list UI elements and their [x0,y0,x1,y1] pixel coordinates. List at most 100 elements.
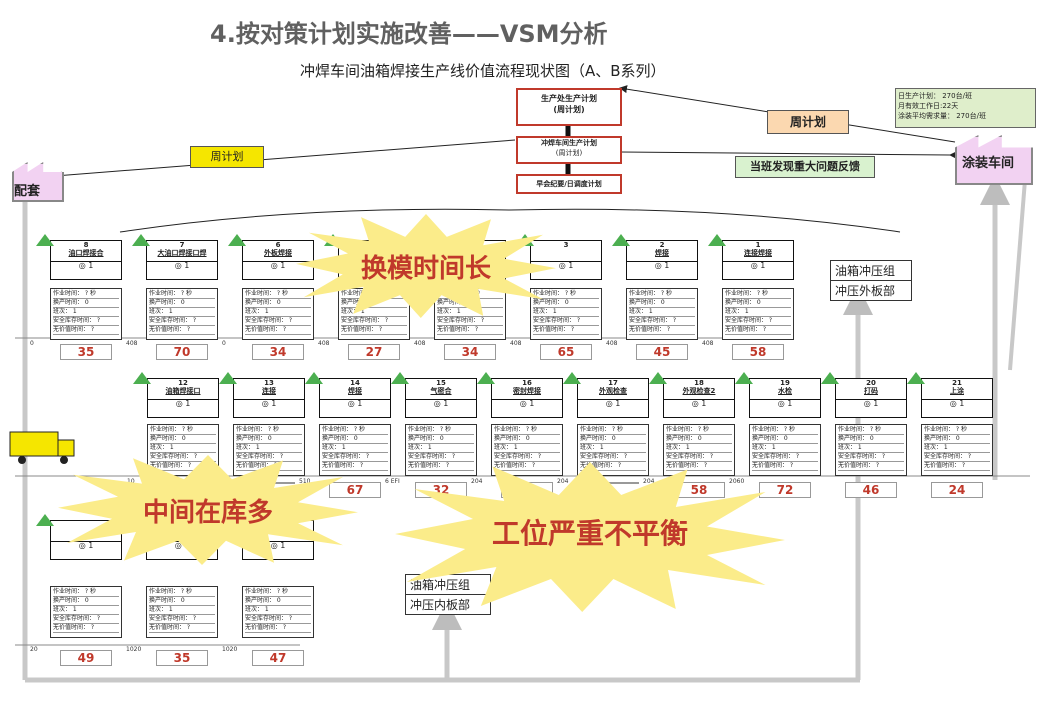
operator-icon: ◎ 1 [270,261,286,270]
process-name: 外观检查2 [682,387,716,395]
data-row: 作业时间： ? 秒 [53,290,119,299]
row1-inventory-count: 408 [318,340,330,347]
data-row: 无价值时间： ? [580,462,646,471]
operator-icon: ◎ 1 [78,541,94,550]
data-row: 换产时间： 0 [322,435,388,444]
data-row: 班次： 1 [245,606,311,615]
data-row: 换产时间： 0 [236,435,302,444]
data-row: 无价值时间： ? [150,462,216,471]
process-number: 19 [780,379,790,387]
row1-process-box: 3◎ 1 [530,240,602,280]
data-row: 班次： 1 [666,444,732,453]
data-row: 班次： 1 [408,444,474,453]
row2-inventory-count: 2060 [729,478,745,485]
data-row: 作业时间： ? 秒 [322,426,388,435]
data-row: 换产时间： 0 [53,597,119,606]
data-row: 安全库存时间： ? [408,453,474,462]
process-number: 14 [350,379,360,387]
data-row: 安全库存时间： ? [666,453,732,462]
process-number: 8 [83,241,89,249]
process-name: 油箱焊接口 [165,387,201,395]
problem-feedback: 当班发现重大问题反馈 [735,156,875,178]
operator-icon: ◎ 1 [863,399,879,408]
process-name: 油口焊接合 [68,249,104,257]
row2-cycle-value: 72 [759,482,811,498]
data-row: 换产时间： 0 [494,435,560,444]
data-row: 班次： 1 [725,308,791,317]
process-name: 上涂 [950,387,964,395]
data-row: 无价值时间： ? [149,624,215,633]
data-row: 班次： 1 [53,606,119,615]
row1-cycle-value: 27 [348,344,400,360]
operator-icon: ◎ 1 [175,399,191,408]
data-row: 安全库存时间： ? [437,317,503,326]
data-row: 安全库存时间： ? [629,317,695,326]
data-row: 无价值时间： ? [924,462,990,471]
process-number: 20 [866,379,876,387]
data-row: 作业时间： ? 秒 [408,426,474,435]
data-row: 安全库存时间： ? [53,317,119,326]
data-row: 换产时间： 0 [53,299,119,308]
process-name: 水检 [778,387,792,395]
operator-icon: ◎ 1 [78,261,94,270]
data-row: 作业时间： ? 秒 [149,290,215,299]
weekly-plan-right: 周计划 [767,110,849,134]
customer-label: 涂装车间 [962,156,1015,171]
data-row: 安全库存时间： ? [236,453,302,462]
row1-cycle-value: 34 [444,344,496,360]
row1-inventory-count: 408 [414,340,426,347]
process-number: 18 [694,379,704,387]
data-row: 作业时间： ? 秒 [629,290,695,299]
data-row: 无价值时间： ? [437,326,503,335]
row2-cycle-value: 67 [329,482,381,498]
daily-plan-box: 早会纪要/日调度计划 [516,174,622,194]
process-number: 15 [436,379,446,387]
data-row: 安全库存时间： ? [53,615,119,624]
process-name: 焊接 [655,249,669,257]
data-row: 班次： 1 [341,308,407,317]
slide-title: 4.按对策计划实施改善——VSM分析 [210,20,608,48]
row2-inventory-count: 10 [127,478,135,485]
row2-cycle-value: 58 [673,482,725,498]
row3-cycle-value: 49 [60,650,112,666]
process-number: 12 [178,379,188,387]
process-number: 17 [608,379,618,387]
data-row: 无价值时间： ? [666,462,732,471]
data-row: 安全库存时间： ? [150,453,216,462]
operator-icon: ◎ 1 [174,261,190,270]
data-row: 班次： 1 [494,444,560,453]
process-name: 连接焊接 [744,249,772,257]
row2-inventory-count: 204 [643,478,655,485]
data-row: 安全库存时间： ? [580,453,646,462]
operator-icon: ◎ 1 [691,399,707,408]
data-row: 作业时间： ? 秒 [666,426,732,435]
data-row: 无价值时间： ? [53,624,119,633]
process-number: 6 [275,241,281,249]
data-row: 安全库存时间： ? [245,615,311,624]
callout-text-1: 换模时间长 [360,254,491,284]
row1-inventory-count: 408 [702,340,714,347]
data-row: 班次： 1 [838,444,904,453]
row1-cycle-value: 35 [60,344,112,360]
process-name: 连接 [262,387,276,395]
external-box-line: 冲压外板部 [835,284,896,298]
data-row: 安全库存时间： ? [149,615,215,624]
data-row: 安全库存时间： ? [341,317,407,326]
process-name: 密封焊接 [513,387,541,395]
